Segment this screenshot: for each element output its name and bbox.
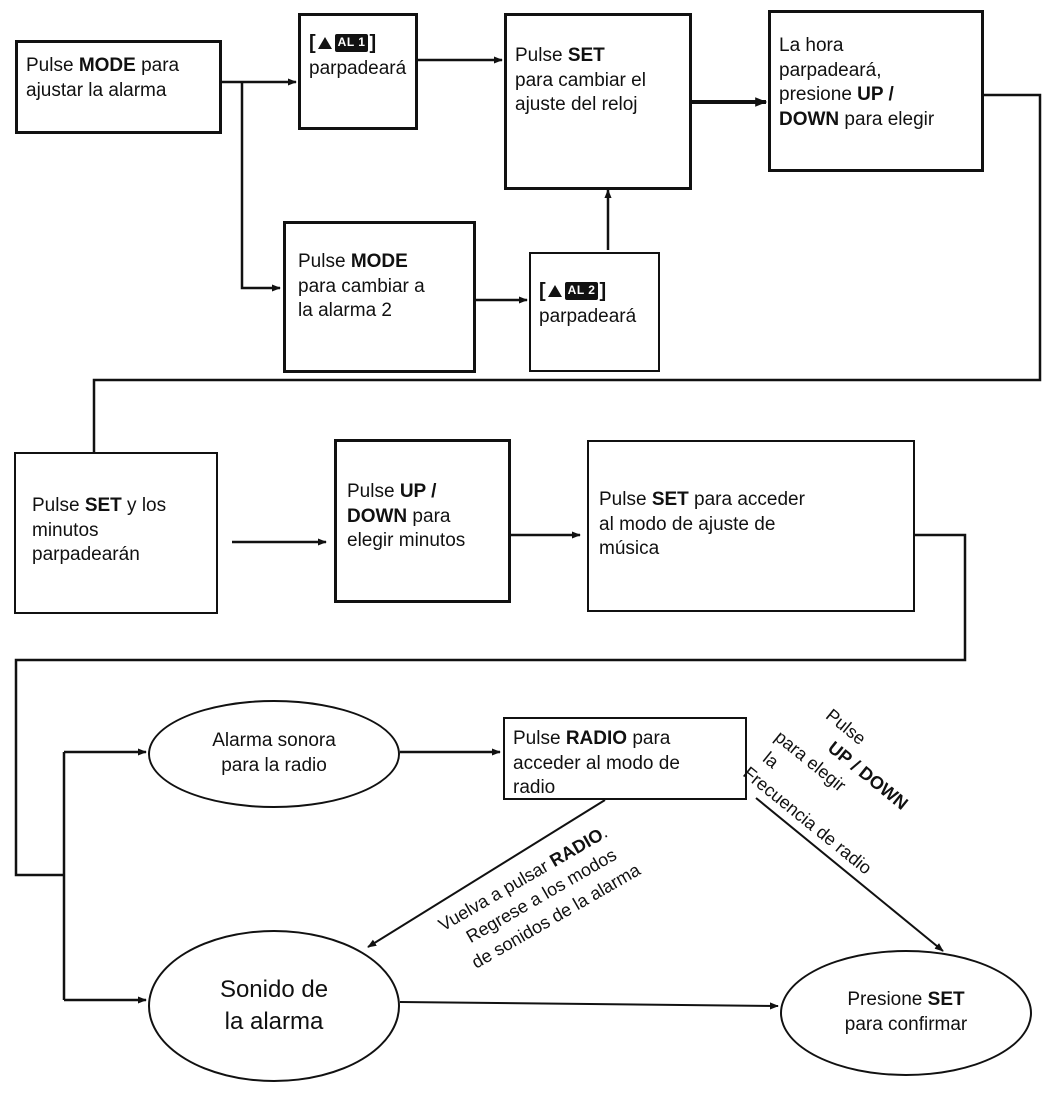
- ellipse-radio-alarm: Alarma sonora para la radio: [148, 700, 400, 808]
- box-al1-blink: [AL 1] parpadeará: [298, 13, 418, 130]
- box-pulse-set-minutes: Pulse SET y los minutos parpadearán: [14, 452, 218, 614]
- bell-icon: [317, 37, 332, 49]
- box-pulse-updown-minutes: Pulse UP / DOWN para elegir minutos: [334, 439, 511, 603]
- bell-icon: [547, 285, 562, 297]
- box-hour-blink: La hora parpadeará, presione UP / DOWN p…: [768, 10, 984, 172]
- ellipse-press-set-confirm: Presione SET para confirmar: [780, 950, 1032, 1076]
- route-music-to-alarm-modes: [14, 533, 967, 877]
- box-pulse-mode-alarm: Pulse MODE para ajustar la alarma: [15, 40, 222, 134]
- arrow-press-radio-to-confirm: [755, 797, 944, 952]
- box-pulse-set-clock: Pulse SET para cambiar el ajuste del rel…: [504, 13, 692, 190]
- branch-to-mode2: [240, 82, 281, 292]
- box-pulse-set-music: Pulse SET para acceder al modo de ajuste…: [587, 440, 915, 612]
- al2-indicator: [AL 2]: [539, 280, 607, 302]
- route-hour-to-set-minutes: [92, 93, 1042, 452]
- box-al2-blink: [AL 2] parpadeará: [529, 252, 660, 372]
- arrow-back-to-alarm-sound: [367, 799, 606, 948]
- al1-indicator: [AL 1]: [309, 32, 377, 54]
- box-pulse-mode-alarm2: Pulse MODE para cambiar a la alarma 2: [283, 221, 476, 373]
- ellipse-alarm-sound: Sonido de la alarma: [148, 930, 400, 1082]
- box-pulse-radio: Pulse RADIO para acceder al modo de radi…: [503, 717, 747, 800]
- arrow-alarm-sound-to-confirm: [399, 1001, 779, 1010]
